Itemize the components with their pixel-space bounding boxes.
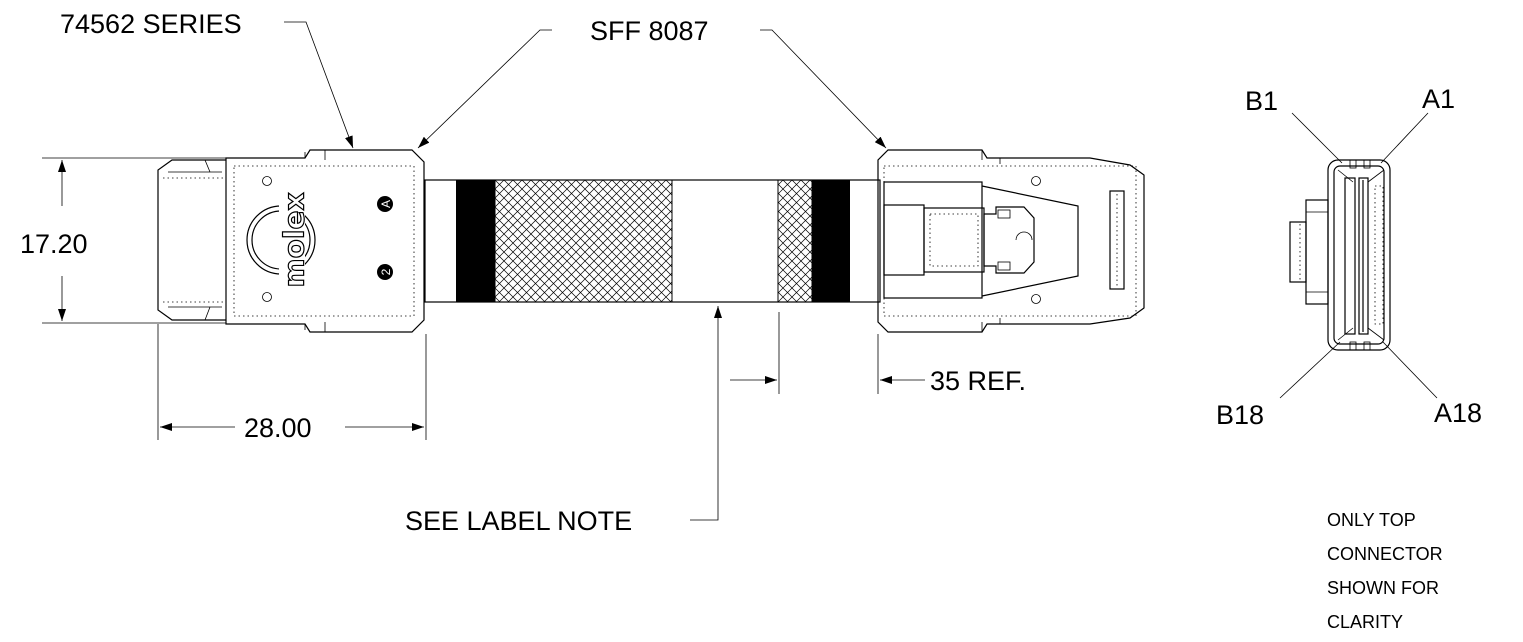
black-band-right (812, 180, 850, 302)
dimension-height: 17.20 (20, 157, 300, 324)
height-dimension-text: 17.20 (20, 229, 88, 259)
pin-b1-label: B1 (1245, 86, 1278, 116)
callout-label-note: SEE LABEL NOTE (405, 306, 722, 536)
series-label: 74562 SERIES (60, 9, 242, 39)
black-band-left (456, 180, 495, 302)
label-hatch-area (494, 179, 673, 303)
note-line-3: SHOWN FOR (1327, 578, 1439, 598)
reference-dimension-text: 35 REF. (930, 366, 1026, 396)
logo-text: molex (278, 192, 311, 287)
label-note-text: SEE LABEL NOTE (405, 506, 632, 536)
dimension-width: 28.00 (157, 324, 427, 443)
pin-a18-label: A18 (1434, 398, 1482, 428)
pin-b18-label: B18 (1216, 400, 1264, 430)
sff-label: SFF 8087 (590, 16, 709, 46)
left-connector: molex A 2 (157, 149, 425, 333)
dimension-reference: 35 REF. (730, 312, 1026, 396)
marker-2-symbol: 2 (377, 264, 393, 280)
pin-callouts: B1 A1 B18 A18 (1216, 84, 1482, 430)
label-hatch-small (777, 179, 813, 303)
width-dimension-text: 28.00 (244, 413, 312, 443)
cable (424, 179, 881, 303)
note-line-1: ONLY TOP (1327, 510, 1416, 530)
note-line-4: CLARITY (1327, 612, 1403, 632)
marker-a-text: A (379, 200, 393, 208)
callout-sff: SFF 8087 (417, 16, 887, 149)
end-view (1289, 159, 1391, 351)
molex-logo: molex (246, 188, 316, 294)
marker-a-symbol: A (377, 196, 393, 212)
clarity-note: ONLY TOP CONNECTOR SHOWN FOR CLARITY (1327, 510, 1443, 632)
pin-a1-label: A1 (1422, 84, 1455, 114)
right-connector (877, 149, 1145, 333)
note-line-2: CONNECTOR (1327, 544, 1443, 564)
callout-series: 74562 SERIES (60, 9, 354, 149)
marker-2-text: 2 (379, 268, 393, 275)
